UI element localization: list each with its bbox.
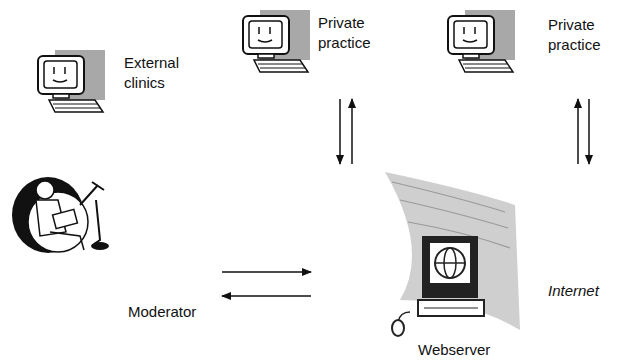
flow-arrow (351, 99, 353, 164)
computer-icon (243, 10, 310, 72)
webserver-icon (385, 172, 520, 336)
icon-node: External clinics (30, 45, 220, 125)
computer-icon (448, 10, 515, 72)
icon-node: Webserver (315, 168, 600, 362)
node-label: Private practice (548, 15, 618, 56)
icon-node: Private practice (440, 5, 618, 95)
node-label: Webserver (418, 340, 518, 360)
flow-arrow (339, 99, 341, 164)
node-label: Moderator (128, 302, 214, 322)
node-label: External clinics (124, 53, 199, 94)
network-label: Internet (548, 282, 599, 299)
flow-arrow (222, 295, 311, 297)
flow-arrow (577, 99, 579, 164)
icon-node: Moderator (10, 160, 218, 325)
node-label: Private practice (318, 13, 393, 54)
moderator-figure (12, 177, 109, 253)
computer-icon (38, 50, 105, 112)
flow-arrow (588, 99, 590, 164)
flow-arrow (222, 271, 311, 273)
icon-node: Private practice (235, 5, 425, 95)
